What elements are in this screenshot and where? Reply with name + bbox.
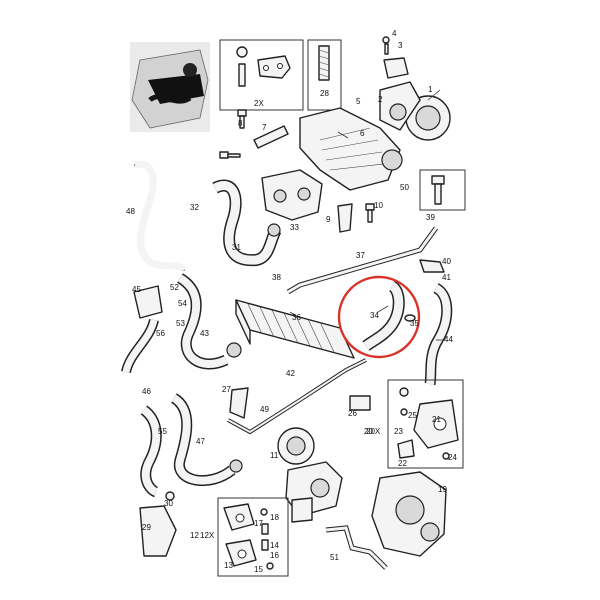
pipe-49 [227,358,367,435]
callout-34: 34 [370,311,379,320]
multiplier-12x: 12X [200,531,215,540]
callout-5: 5 [356,97,361,106]
callout-15: 15 [254,565,263,574]
callout-25: 25 [408,411,417,420]
callout-28: 28 [320,89,329,98]
intercooler-36 [235,299,355,359]
callout-36: 36 [292,313,301,322]
stud-gasket-kit [219,39,304,111]
engine-thumbnail [130,42,210,132]
bolt-50 [419,169,466,211]
callout-35: 35 [410,319,419,328]
callout-41: 41 [442,273,451,282]
hose-46-55 [140,405,162,498]
callout-21: 21 [432,415,441,424]
callout-26: 26 [348,409,357,418]
callout-49: 49 [260,405,269,414]
callout-14: 14 [270,541,279,550]
callout-27: 27 [222,385,231,394]
callout-22: 22 [398,459,407,468]
bracket-27 [229,387,249,419]
pipe-51 [325,525,388,570]
callout-7: 7 [262,123,267,132]
callout-4: 4 [392,29,397,38]
callout-48: 48 [126,207,135,216]
part-26 [349,395,371,411]
bracket-40 [419,259,445,273]
callout-45: 45 [132,285,141,294]
callout-23: 23 [394,427,403,436]
bracket-29 [139,491,177,557]
hose-48 [133,160,187,273]
callout-10: 10 [374,201,383,210]
callout-13: 13 [224,561,233,570]
leader-lines [289,89,444,341]
callout-40: 40 [442,257,451,266]
bracket-9 [337,203,375,233]
gasket-kit-20x [387,379,464,469]
callout-32: 32 [190,203,199,212]
callout-55: 55 [158,427,167,436]
gasket-kit-12x [217,497,289,577]
catalytic-converter [299,107,403,191]
pipe-37 [286,226,439,295]
exhaust-manifold [261,169,323,221]
multiplier-2x: 2X [254,99,264,108]
callout-56: 56 [156,329,165,338]
callout-19: 19 [438,485,447,494]
callout-3: 3 [398,41,403,50]
callout-43: 43 [200,329,209,338]
callout-labels: 1 2 3 4 5 6 7 8 9 10 11 12 13 14 15 16 1… [126,29,457,574]
callout-1: 1 [428,85,433,94]
callout-12: 12 [190,531,199,540]
callout-18: 18 [270,513,279,522]
callout-33: 33 [290,223,299,232]
hose-47 [170,393,243,487]
pipe-31-32 [212,179,282,267]
callout-20: 20 [364,427,373,436]
callout-38: 38 [272,273,281,282]
callout-17: 17 [254,519,263,528]
turbocharger-11 [277,427,343,523]
callout-39: 39 [426,213,435,222]
callout-30: 30 [164,499,173,508]
callout-8: 8 [238,119,243,128]
hose-43 [176,273,242,370]
callout-16: 16 [270,551,279,560]
callout-50: 50 [400,183,409,192]
callout-46: 46 [142,387,151,396]
hose-34-highlight-ring [337,275,421,359]
turbocharger-top [379,36,451,141]
callout-31: 31 [232,243,241,252]
callout-42: 42 [286,369,295,378]
small-bolts [219,109,289,159]
callout-11: 11 [270,451,279,460]
callout-24: 24 [448,453,457,462]
turbocharger-19 [371,471,447,557]
hose-45-56 [121,285,163,374]
callout-51: 51 [330,553,339,562]
callout-54: 54 [178,299,187,308]
callout-52: 52 [170,283,179,292]
stud-28 [307,39,342,111]
callout-37: 37 [356,251,365,260]
multiplier-20x: 20X [366,427,381,436]
callout-44: 44 [444,335,453,344]
hose-34 [362,280,416,351]
callout-53: 53 [176,319,185,328]
callout-9: 9 [326,215,331,224]
callout-29: 29 [142,523,151,532]
callout-47: 47 [196,437,205,446]
callout-2: 2 [378,95,383,104]
callout-6: 6 [360,129,365,138]
